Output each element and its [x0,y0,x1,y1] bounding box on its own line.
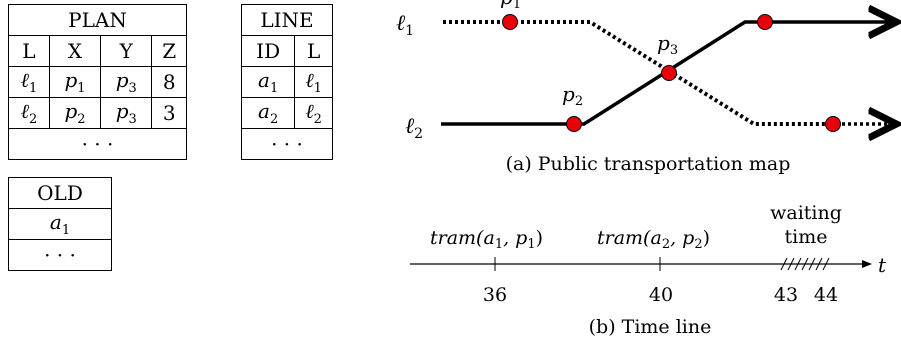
tick-label-40: 40 [649,284,673,306]
old-ellipsis: · · · [8,239,112,271]
event2-label: tram(a2, p2) [597,227,710,252]
plan-cell-x: p [64,68,78,92]
time-axis-arrow [862,260,872,268]
p3-label: p3 [657,31,678,58]
old-title: OLD [8,177,112,209]
line-cell-id: a [258,99,270,123]
line-table: LINE ID L a1 ℓ1 a2 ℓ2 · · · [240,4,333,160]
timeline-caption: (b) Time line [589,316,712,338]
plan-title: PLAN [8,4,187,36]
plan-cell-z: 8 [151,66,187,98]
line-header-id: ID [240,35,296,67]
plan-row: ℓ1 p1 p3 8 [8,66,187,98]
plan-table: PLAN L X Y Z ℓ1 p1 p3 8 ℓ2 p2 p3 3 · · · [8,4,187,160]
waiting-label-line2: time [785,226,828,248]
map-caption: (a) Public transportation map [506,153,791,175]
plan-cell-x: p [64,99,78,123]
p1-label: p1 [500,0,521,12]
plan-cell-y: p [115,99,129,123]
stop-p1 [502,14,518,30]
tick-label-43: 43 [774,284,798,306]
axis-label-t: t [878,253,887,277]
plan-row: ℓ2 p2 p3 3 [8,97,187,129]
plan-cell-l: ℓ [20,99,29,123]
plan-header-l: L [8,35,50,67]
plan-cell-y: p [115,68,129,92]
line2-label: ℓ2 [405,114,423,142]
plan-cell-l: ℓ [20,68,29,92]
line-row: a2 ℓ2 [240,97,333,129]
old-cell: a [49,210,62,234]
event1-label: tram(a1, p1) [430,227,543,252]
plan-cell-z: 3 [151,97,187,129]
line-l2-dotted-path [443,20,830,126]
line-ellipsis: · · · [241,128,333,160]
p2-label: p2 [562,82,583,109]
stop-p2 [566,116,582,132]
line-title: LINE [241,4,333,36]
plan-ellipsis: · · · [8,128,187,160]
line-row: a1 ℓ1 [240,66,333,98]
line1-label: ℓ1 [396,11,414,39]
waiting-label-line1: waiting [770,202,842,224]
waiting-hatch [780,257,830,271]
old-table: OLD a1 · · · [8,177,112,271]
stop-right-bottom [825,116,841,132]
line-cell-id: a [258,68,270,92]
line-header-l: L [294,35,333,67]
stop-right-top [757,14,773,30]
line-cell-l: ℓ [305,99,314,123]
line-cell-l: ℓ [305,68,314,92]
tick-label-44: 44 [814,284,838,306]
stop-p3 [661,65,677,81]
tick-label-36: 36 [483,284,507,306]
